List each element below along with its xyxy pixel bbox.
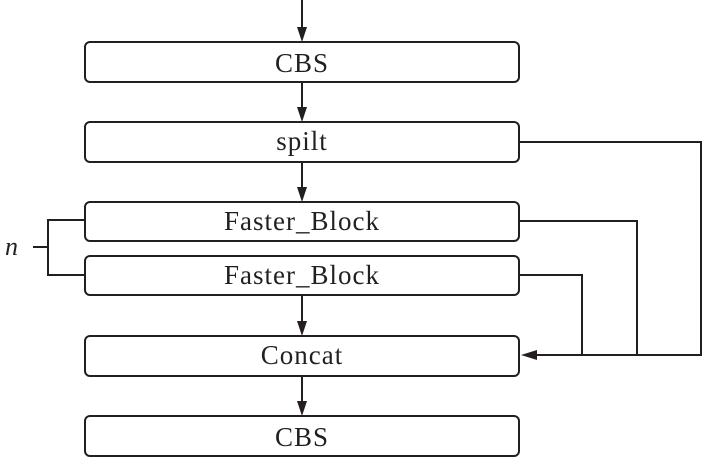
repeat-bracket [33, 219, 85, 276]
node-label: CBS [275, 48, 329, 78]
arrowhead [297, 321, 307, 336]
node-label: Concat [261, 340, 343, 370]
concat-input-arrowhead [521, 350, 537, 360]
skip-split-to-concat [519, 141, 702, 356]
node-label: Faster_Block [224, 260, 380, 290]
edge-input-to-cbs [297, 0, 307, 42]
arrowhead [297, 401, 307, 416]
edge-cbs-to-split [297, 82, 307, 122]
edge-faster-block-to-concat [297, 295, 307, 336]
repeat-count-label: n [5, 232, 18, 261]
edge-concat-to-cbs [297, 376, 307, 416]
node-cbs-bottom: CBS [84, 415, 520, 457]
node-faster-block-2: Faster_Block [84, 255, 520, 296]
arrowhead [297, 107, 307, 122]
node-concat: Concat [84, 335, 520, 377]
node-label: Faster_Block [224, 206, 380, 236]
edge-split-to-faster-block [297, 162, 307, 202]
node-cbs-top: CBS [84, 41, 520, 83]
node-split: spilt [84, 121, 520, 163]
node-label: spilt [276, 126, 328, 156]
node-faster-block-1: Faster_Block [84, 201, 520, 242]
arrowhead [297, 27, 307, 42]
skip-faster-block-2-to-concat [519, 274, 583, 355]
node-label: CBS [275, 422, 329, 452]
skip-faster-block-1-to-concat [519, 220, 638, 355]
arrowhead [297, 187, 307, 202]
